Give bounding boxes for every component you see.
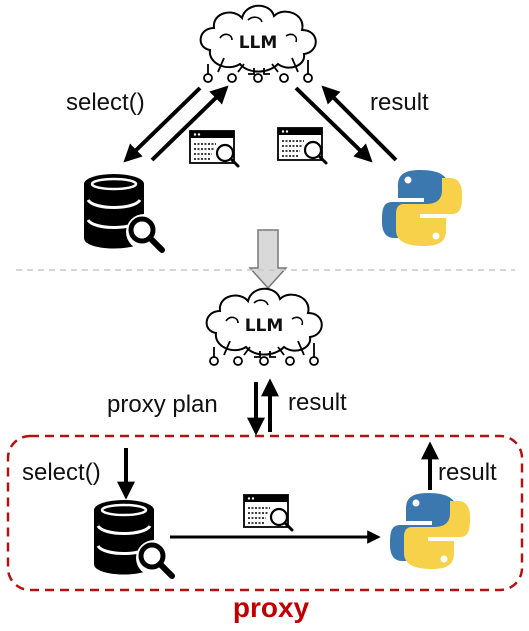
bottom-document-search-icon xyxy=(242,493,294,532)
bottom-result-label: result xyxy=(288,389,347,416)
top-call-arrow xyxy=(294,86,373,163)
proxy-box xyxy=(6,434,524,592)
bottom-llm-label: LLM xyxy=(245,316,284,336)
top-database-search-icon xyxy=(84,174,162,250)
top-right-document-search-icon xyxy=(276,126,328,165)
top-select-arrow xyxy=(123,86,202,163)
bottom-database-search-icon xyxy=(94,500,172,576)
top-select-label: select() xyxy=(66,89,145,116)
proxy-select-label: select() xyxy=(22,459,101,486)
top-result-label: result xyxy=(370,89,429,116)
bottom-python-icon xyxy=(390,493,470,569)
proxy-label: proxy xyxy=(233,592,310,623)
proxy-result-label: result xyxy=(438,459,497,486)
top-left-document-search-icon xyxy=(188,129,240,168)
top-return-arrow-left xyxy=(150,85,229,162)
proxy-plan-label: proxy plan xyxy=(107,391,218,418)
top-llm-label: LLM xyxy=(239,33,278,53)
top-python-icon xyxy=(382,170,462,246)
flow-down-arrow-icon xyxy=(248,229,288,290)
top-result-arrow xyxy=(321,85,398,162)
